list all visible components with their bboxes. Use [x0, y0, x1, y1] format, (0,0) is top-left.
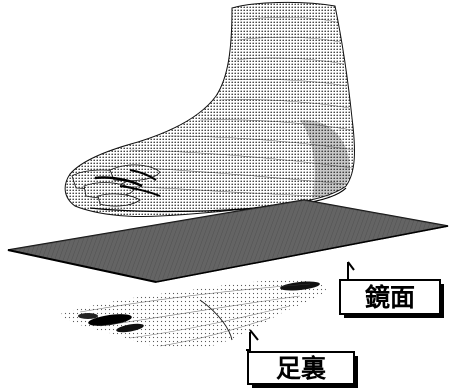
mirror-label: 鏡面 [365, 283, 415, 312]
mirror-callout: 鏡面 [340, 262, 444, 318]
mirror-plane [8, 200, 448, 282]
sole-callout: 足裏 [246, 330, 358, 388]
sole-shape [60, 280, 326, 349]
sole-leader-line [246, 332, 250, 350]
sole-label: 足裏 [276, 354, 327, 383]
sole-reflection [60, 280, 326, 349]
foot-point-cloud [65, 2, 354, 216]
mirror-leader-line [342, 262, 348, 280]
